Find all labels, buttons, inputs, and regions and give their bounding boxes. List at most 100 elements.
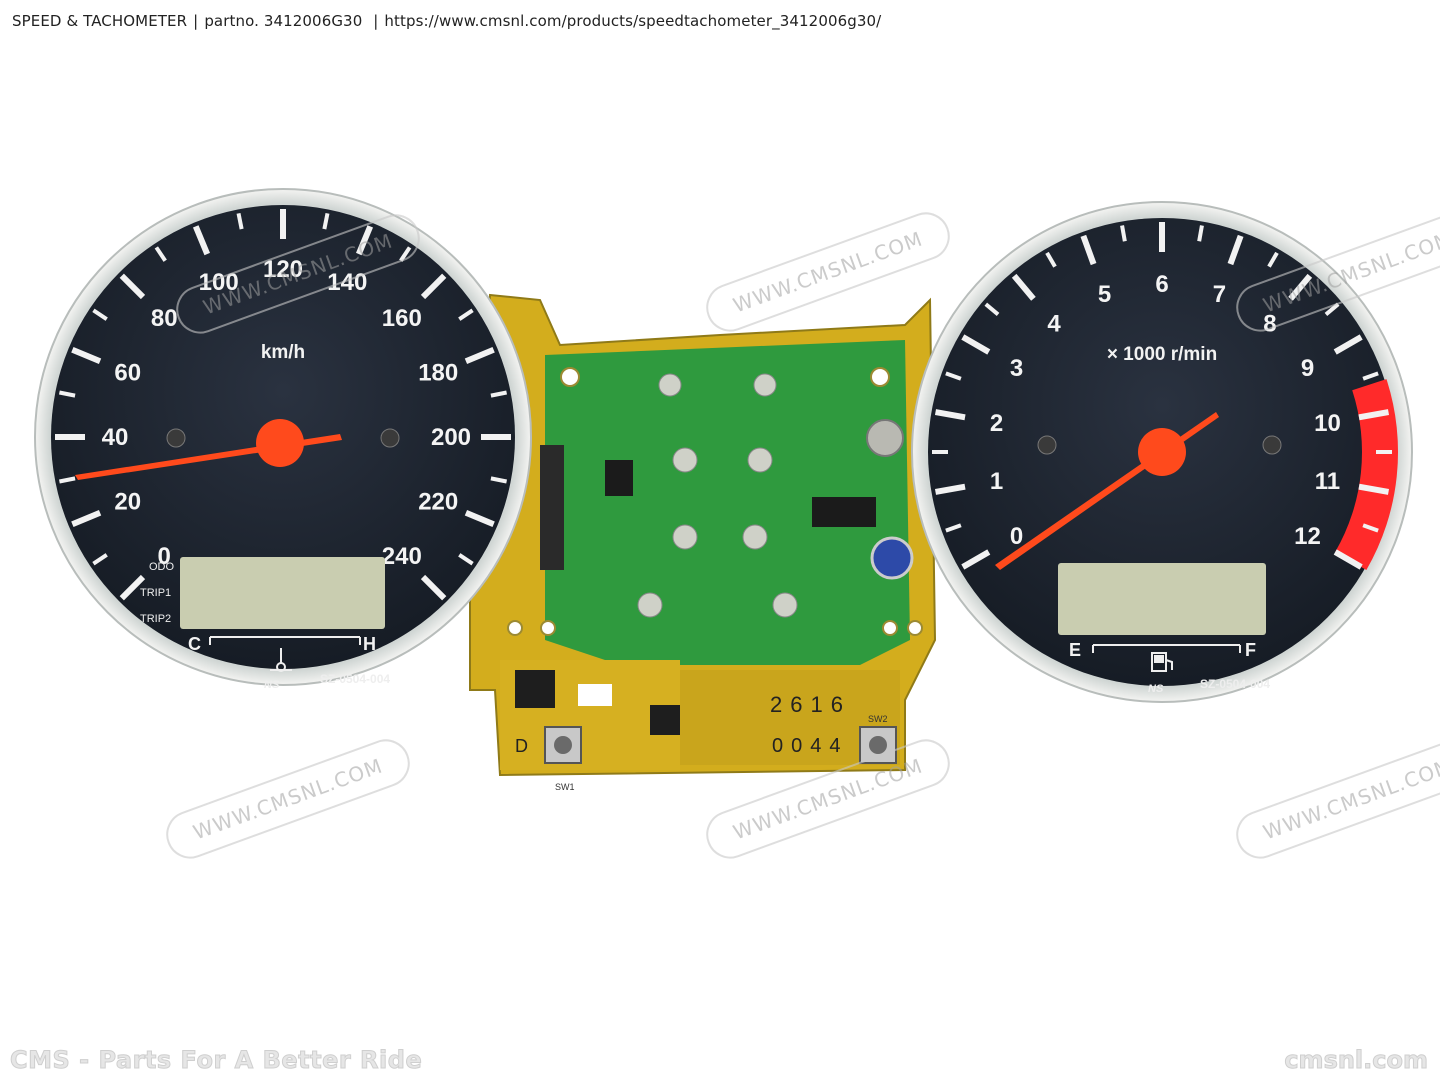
tachometer-label: 4	[1047, 310, 1061, 337]
speedometer-tick	[355, 225, 374, 256]
speedometer-tick	[71, 509, 102, 528]
coolant-temperature-icon	[270, 648, 292, 672]
speedometer-tick	[322, 212, 330, 230]
switch-1-label: SW1	[555, 782, 575, 792]
tachometer-tick	[1324, 302, 1340, 316]
tachometer-tick	[1120, 225, 1127, 242]
speedometer-tick-marks	[55, 209, 511, 601]
speedometer-part-code: SZ-0504-004	[320, 672, 390, 686]
tachometer-tick	[945, 523, 962, 533]
tachometer-lcd	[1058, 563, 1266, 635]
tachometer-label: 7	[1213, 281, 1226, 308]
tachometer-tick	[984, 302, 1000, 316]
speedometer-label: 160	[382, 305, 422, 332]
speedometer-brand-mark: NS	[264, 679, 280, 691]
speedometer-label: 220	[418, 488, 458, 515]
tachometer-tick	[1045, 251, 1057, 268]
tachometer-brand-mark: NS	[1148, 683, 1164, 695]
speedometer-tick	[458, 553, 474, 566]
speedometer-label: 40	[102, 424, 129, 451]
fuel-pump-icon	[1151, 652, 1173, 672]
lcd-label-trip2: TRIP2	[140, 613, 171, 625]
speedometer-tick	[490, 476, 508, 484]
speedometer-lcd	[180, 557, 385, 629]
speedometer-tick	[399, 246, 412, 262]
speedometer-tick	[154, 246, 167, 262]
redzone-arc	[1335, 379, 1398, 570]
svg-text:D: D	[515, 736, 528, 756]
tachometer-tick	[961, 549, 991, 570]
tachometer-tick	[1080, 234, 1097, 266]
tachometer-label: 11	[1315, 468, 1340, 495]
tachometer-label: 0	[1010, 523, 1023, 550]
tachometer-tick	[1011, 273, 1036, 301]
tachometer-tick	[1333, 334, 1363, 355]
speedometer-tick	[192, 225, 211, 256]
tachometer-unit: × 1000 r/min	[1107, 344, 1217, 365]
board-stamp-bottom: 0044	[772, 735, 849, 757]
speedometer-tick	[92, 553, 108, 566]
tachometer-tick	[934, 483, 966, 495]
tachometer-tick	[1358, 483, 1390, 495]
tachometer-tick	[1197, 225, 1204, 242]
tachometer-label: 10	[1314, 410, 1341, 437]
circuit-board: SW1 SW2 2616 0044 D	[469, 293, 937, 792]
tachometer-tick	[961, 334, 991, 355]
temp-low-label: C	[188, 634, 201, 654]
speedometer-tick	[420, 273, 447, 300]
caption-title: SPEED & TACHOMETER	[12, 12, 188, 30]
speedometer-tick	[464, 346, 495, 365]
tachometer-label: 2	[990, 410, 1003, 437]
tachometer-label: 3	[1010, 355, 1023, 382]
speedometer-tick	[119, 273, 146, 300]
speedometer-tick	[58, 390, 76, 398]
fuel-full-label: F	[1245, 640, 1256, 660]
tachometer-label: 6	[1155, 271, 1168, 298]
speedometer-tick	[92, 308, 108, 321]
speedometer-needle	[75, 419, 342, 480]
speedometer-label: 120	[263, 256, 303, 283]
tachometer-tick	[1362, 371, 1379, 381]
tachometer-tick-marks	[932, 222, 1392, 570]
lcd-label-trip1: TRIP1	[140, 587, 171, 599]
tachometer-tick	[1362, 523, 1379, 533]
tachometer-tick	[945, 371, 962, 381]
tachometer-label: 9	[1301, 355, 1314, 382]
speedometer-label: 80	[151, 305, 178, 332]
tachometer-redzone	[1335, 379, 1398, 570]
speedometer-label: 140	[327, 269, 367, 296]
caption-url[interactable]: https://www.cmsnl.com/products/speedtach…	[384, 12, 882, 30]
speedometer-tick	[58, 476, 76, 484]
tachometer-tick	[1227, 234, 1244, 266]
speedometer-label: 0	[158, 543, 171, 570]
speedometer-tick	[458, 308, 474, 321]
tachometer-needle	[995, 412, 1219, 570]
tachometer-part-code: SZ-0504-004	[1200, 677, 1270, 691]
tachometer-tick	[1288, 273, 1313, 301]
lcd-label-odo: ODO	[149, 561, 175, 573]
tachometer-label: 5	[1098, 281, 1111, 308]
speedometer-label: 20	[114, 488, 141, 515]
tachometer-tick	[1358, 409, 1390, 421]
speedometer-label: 240	[382, 543, 422, 570]
image-caption: SPEED & TACHOMETER|partno. 3412006G30 |h…	[12, 12, 882, 30]
speedometer-tick	[464, 509, 495, 528]
speedometer-label: 200	[431, 424, 471, 451]
speedometer-tick	[420, 574, 447, 601]
footer-slogan: CMS - Parts For A Better Ride	[9, 1046, 423, 1075]
tachometer-label: 12	[1294, 523, 1321, 550]
tachometer-tick	[934, 409, 966, 421]
board-stamp-top: 2616	[770, 692, 851, 717]
speedometer-tick	[490, 390, 508, 398]
speedometer-tick	[119, 574, 146, 601]
speedometer-tick	[236, 212, 244, 230]
speedometer-tick	[71, 346, 102, 365]
speedometer-unit: km/h	[261, 342, 305, 363]
tachometer-label: 8	[1263, 310, 1276, 337]
footer-brand: cmsnl.com	[1284, 1046, 1429, 1075]
